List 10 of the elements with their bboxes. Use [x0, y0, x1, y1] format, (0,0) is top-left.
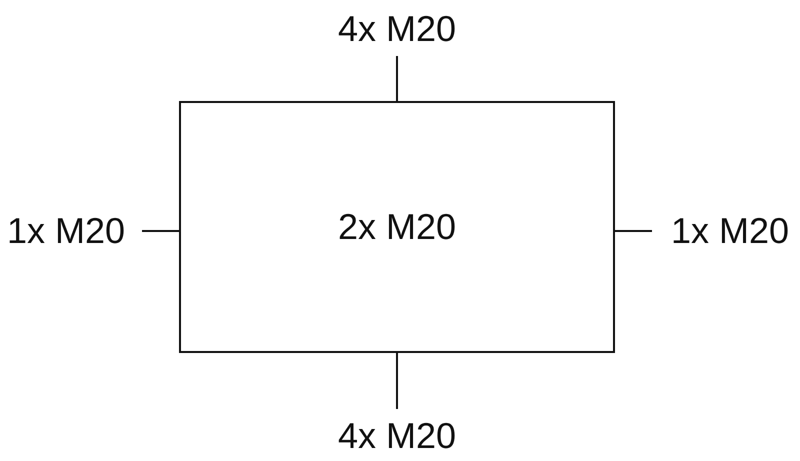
- leader-line: [396, 353, 398, 409]
- enclosure-box: [179, 101, 615, 353]
- cable-entry-label: 4x M20: [327, 6, 467, 52]
- box-label: 2x M20: [338, 206, 456, 248]
- leader-line: [142, 230, 179, 232]
- leader-line: [615, 230, 652, 232]
- leader-line: [396, 56, 398, 101]
- cable-entry-label: 4x M20: [327, 413, 467, 459]
- cable-entry-label: 1x M20: [662, 208, 798, 254]
- cable-entry-label: 1x M20: [0, 208, 132, 254]
